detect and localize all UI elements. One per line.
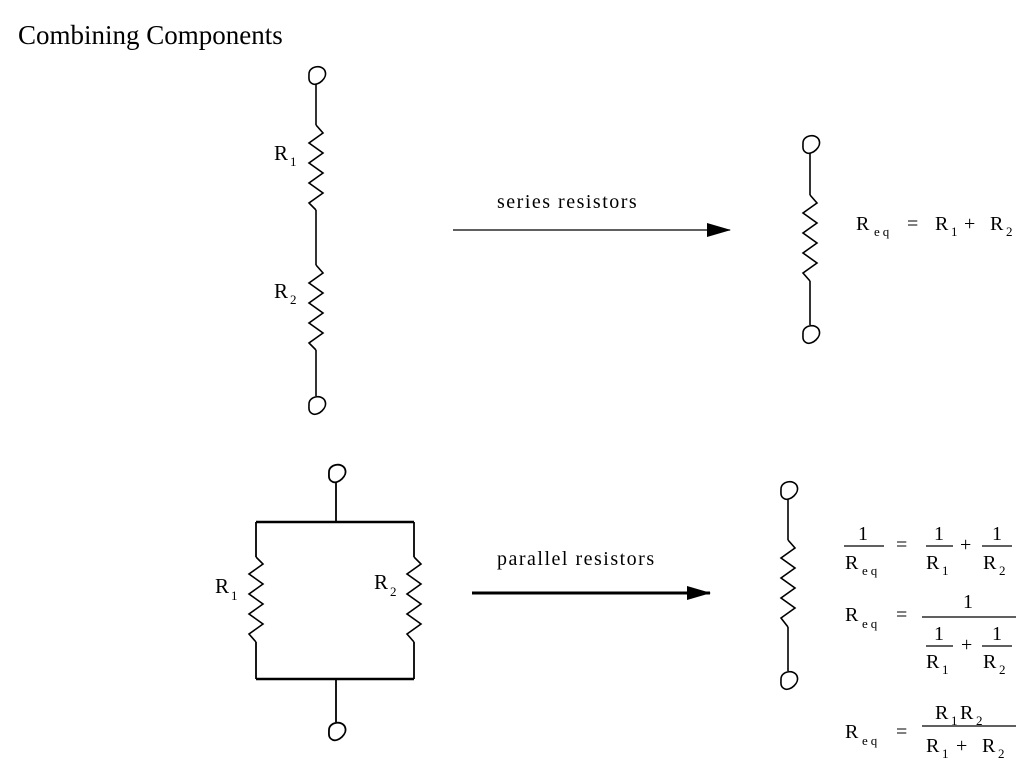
svg-text:eq: eq: [874, 224, 892, 239]
parallel-r1-label: R: [215, 574, 229, 598]
svg-text:R: R: [990, 213, 1004, 235]
svg-text:eq: eq: [862, 616, 880, 631]
svg-text:1: 1: [858, 523, 869, 545]
svg-text:2: 2: [998, 746, 1005, 761]
parallel-equivalent: [779, 480, 799, 691]
resistor-r1: [307, 124, 325, 211]
series-r2-subscript: 2: [290, 292, 297, 307]
parallel-r2-subscript: 2: [390, 584, 397, 599]
svg-text:2: 2: [1006, 224, 1013, 239]
terminal-icon: [328, 463, 347, 484]
terminal-icon: [802, 134, 821, 155]
series-r1-label: R: [274, 141, 288, 165]
series-equation: R eq = R 1 + R 2: [856, 213, 1013, 239]
svg-text:=: =: [896, 721, 908, 743]
svg-text:=: =: [907, 213, 919, 235]
svg-text:R: R: [935, 213, 949, 235]
svg-text:R: R: [983, 552, 997, 574]
svg-text:1: 1: [942, 662, 949, 677]
svg-text:R: R: [982, 735, 996, 757]
svg-text:R: R: [926, 552, 940, 574]
svg-text:2: 2: [999, 563, 1006, 578]
svg-text:R: R: [935, 702, 949, 724]
svg-text:R: R: [845, 552, 859, 574]
series-r1-subscript: 1: [290, 154, 297, 169]
svg-text:1: 1: [934, 523, 945, 545]
svg-text:1: 1: [942, 746, 949, 761]
terminal-icon: [308, 395, 327, 416]
series-arrow-label: series resistors: [497, 191, 638, 213]
parallel-r1-subscript: 1: [231, 588, 238, 603]
series-r2-label: R: [274, 279, 288, 303]
resistor-r2: [405, 556, 423, 643]
parallel-equation-solved: R eq = 1 1 R 1 + 1 R 2: [845, 591, 1016, 677]
svg-text:2: 2: [976, 713, 983, 728]
svg-text:eq: eq: [862, 733, 880, 748]
svg-text:R: R: [856, 213, 870, 235]
svg-text:1: 1: [942, 563, 949, 578]
svg-text:+: +: [964, 213, 976, 235]
svg-text:R: R: [960, 702, 974, 724]
svg-text:+: +: [961, 634, 973, 656]
svg-text:R: R: [983, 651, 997, 673]
parallel-equation-product: R eq = R 1 R 2 R 1 + R 2: [845, 702, 1016, 761]
svg-text:=: =: [896, 534, 908, 556]
svg-text:1: 1: [951, 713, 958, 728]
svg-text:R: R: [926, 735, 940, 757]
resistor-r2: [307, 264, 325, 351]
svg-text:1: 1: [992, 523, 1003, 545]
svg-text:1: 1: [934, 623, 945, 645]
svg-text:2: 2: [999, 662, 1006, 677]
svg-text:R: R: [845, 721, 859, 743]
terminal-icon: [780, 670, 799, 691]
terminal-icon: [802, 324, 821, 345]
parallel-circuit: [247, 463, 423, 742]
terminal-icon: [780, 480, 799, 501]
page-title: Combining Components: [18, 20, 283, 50]
terminal-icon: [328, 721, 347, 742]
terminal-icon: [308, 65, 327, 86]
svg-text:R: R: [926, 651, 940, 673]
resistor-r1: [247, 556, 265, 643]
svg-text:+: +: [960, 534, 972, 556]
svg-text:1: 1: [951, 224, 958, 239]
svg-text:+: +: [956, 735, 968, 757]
svg-text:1: 1: [963, 591, 974, 613]
series-circuit: [307, 65, 327, 416]
parallel-equation-reciprocal: 1 R eq = 1 R 1 + 1 R 2: [844, 523, 1012, 578]
svg-text:1: 1: [992, 623, 1003, 645]
svg-text:eq: eq: [862, 563, 880, 578]
svg-text:=: =: [896, 604, 908, 626]
parallel-arrow-label: parallel resistors: [497, 548, 656, 570]
svg-text:R: R: [845, 604, 859, 626]
parallel-r2-label: R: [374, 570, 388, 594]
series-equivalent: [801, 134, 821, 345]
